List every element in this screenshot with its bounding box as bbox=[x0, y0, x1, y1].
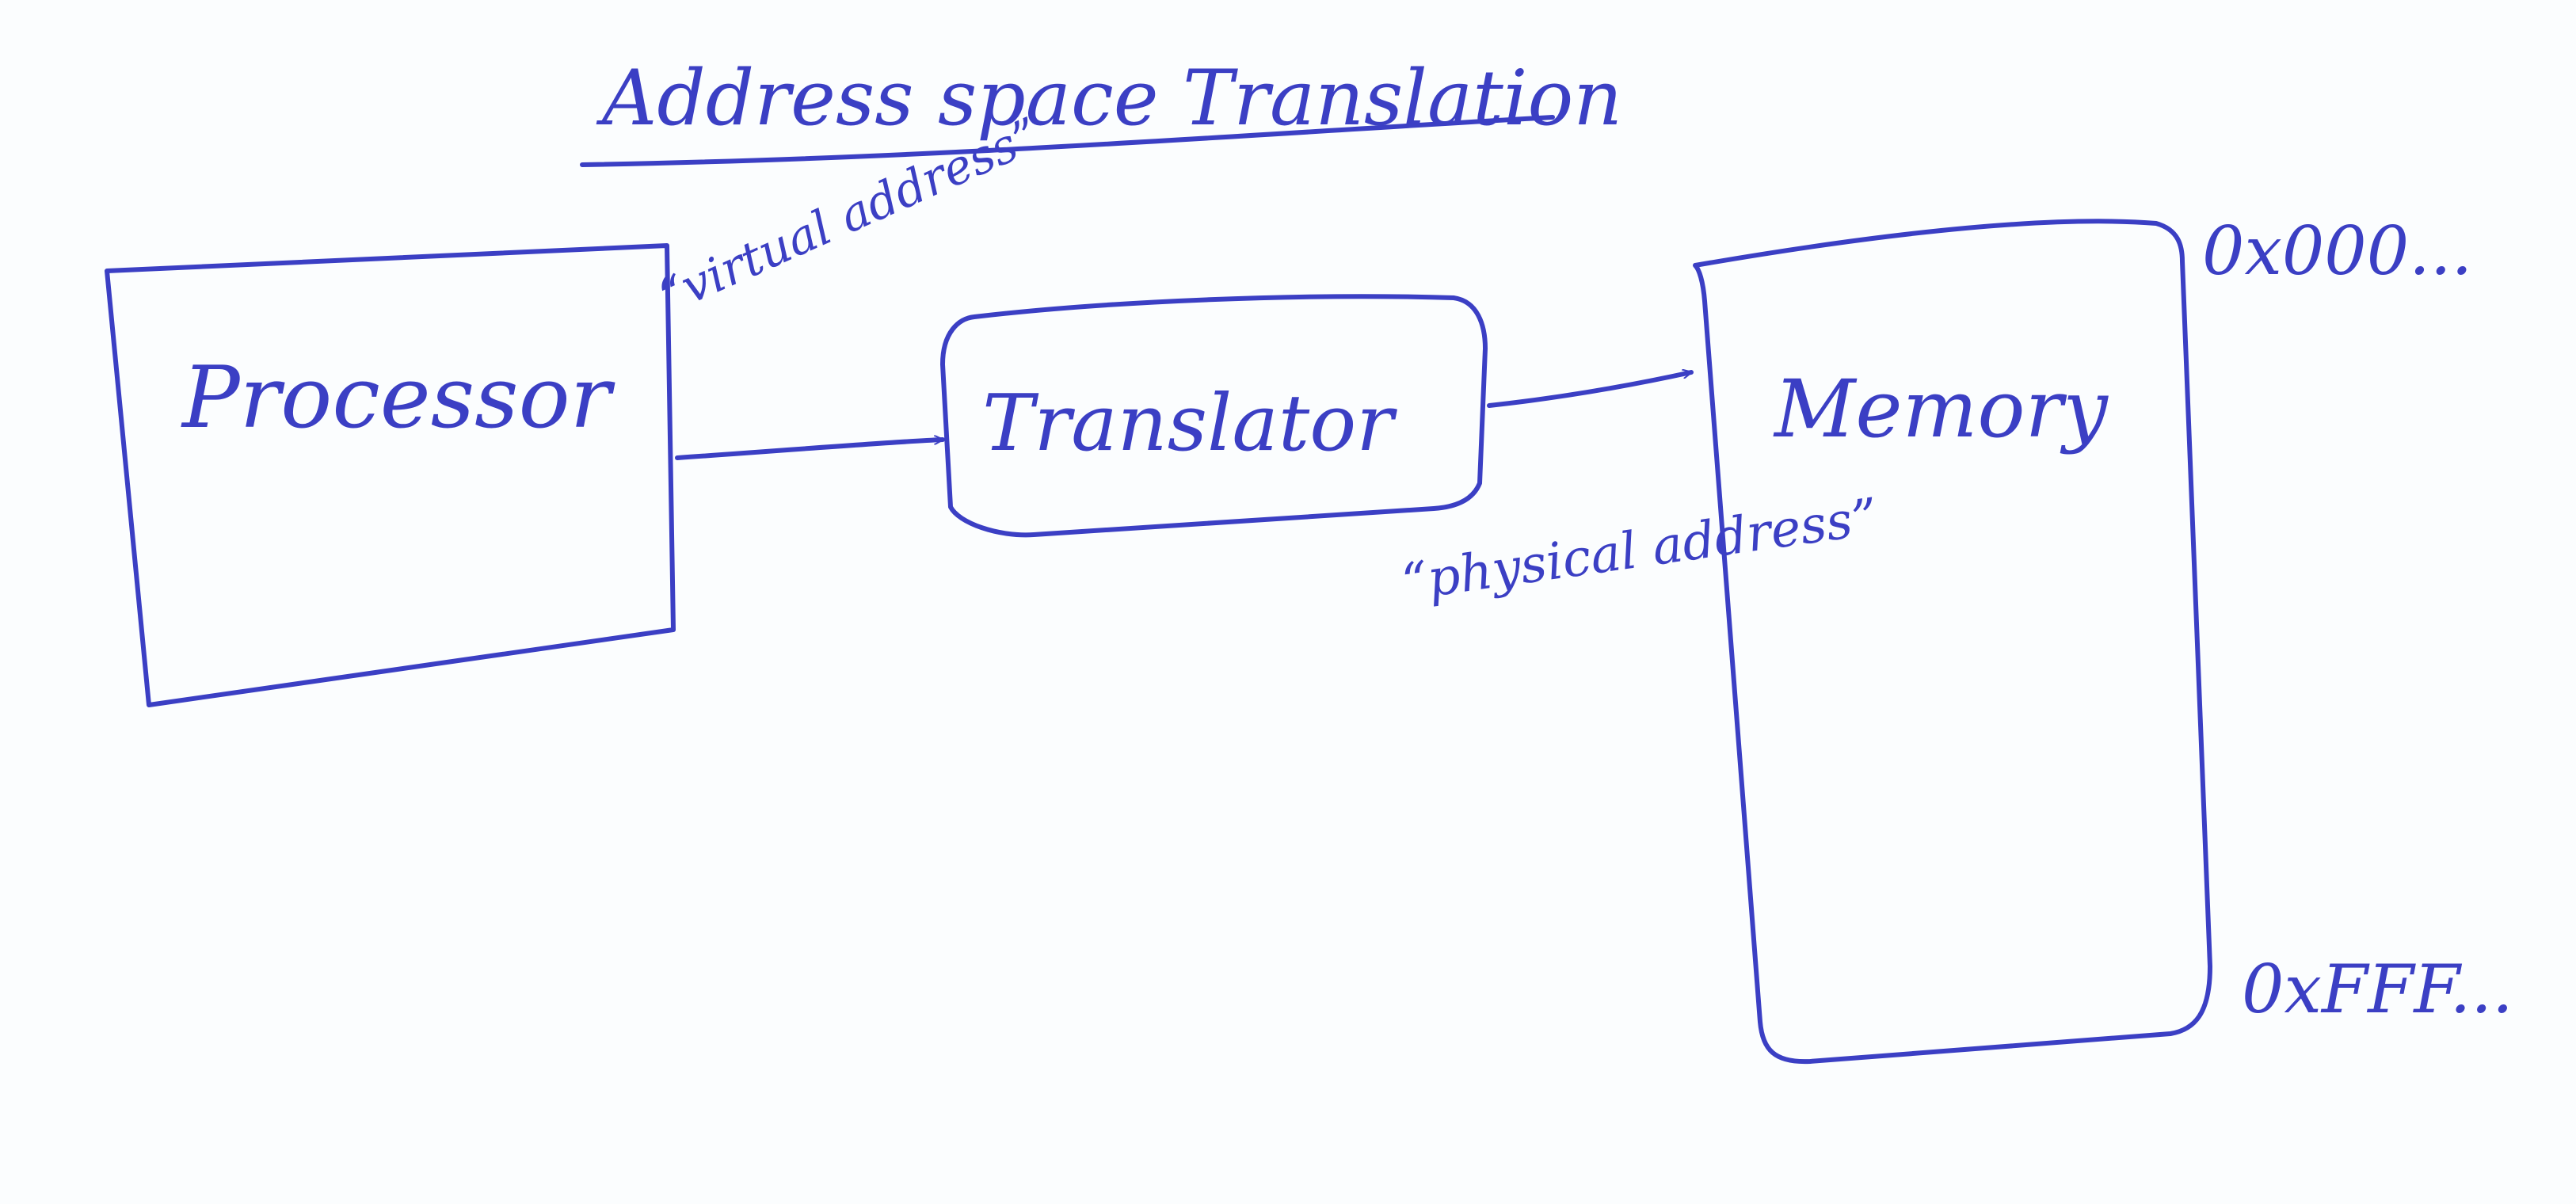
memory-label: Memory bbox=[1774, 363, 2108, 455]
memory-start-address: 0x000... bbox=[2202, 212, 2473, 290]
memory-box bbox=[1693, 219, 2212, 1065]
translator-box bbox=[940, 294, 1488, 538]
processor-label: Processor bbox=[182, 349, 612, 448]
physical-address-arrow bbox=[1487, 372, 1694, 408]
processor-box bbox=[105, 243, 676, 707]
virtual-address-arrow bbox=[675, 440, 945, 460]
memory-end-address: 0xFFF... bbox=[2242, 951, 2513, 1028]
diagram-title: Address space Translation bbox=[602, 54, 1623, 143]
translator-label: Translator bbox=[982, 379, 1394, 469]
title-underline bbox=[580, 115, 1555, 167]
